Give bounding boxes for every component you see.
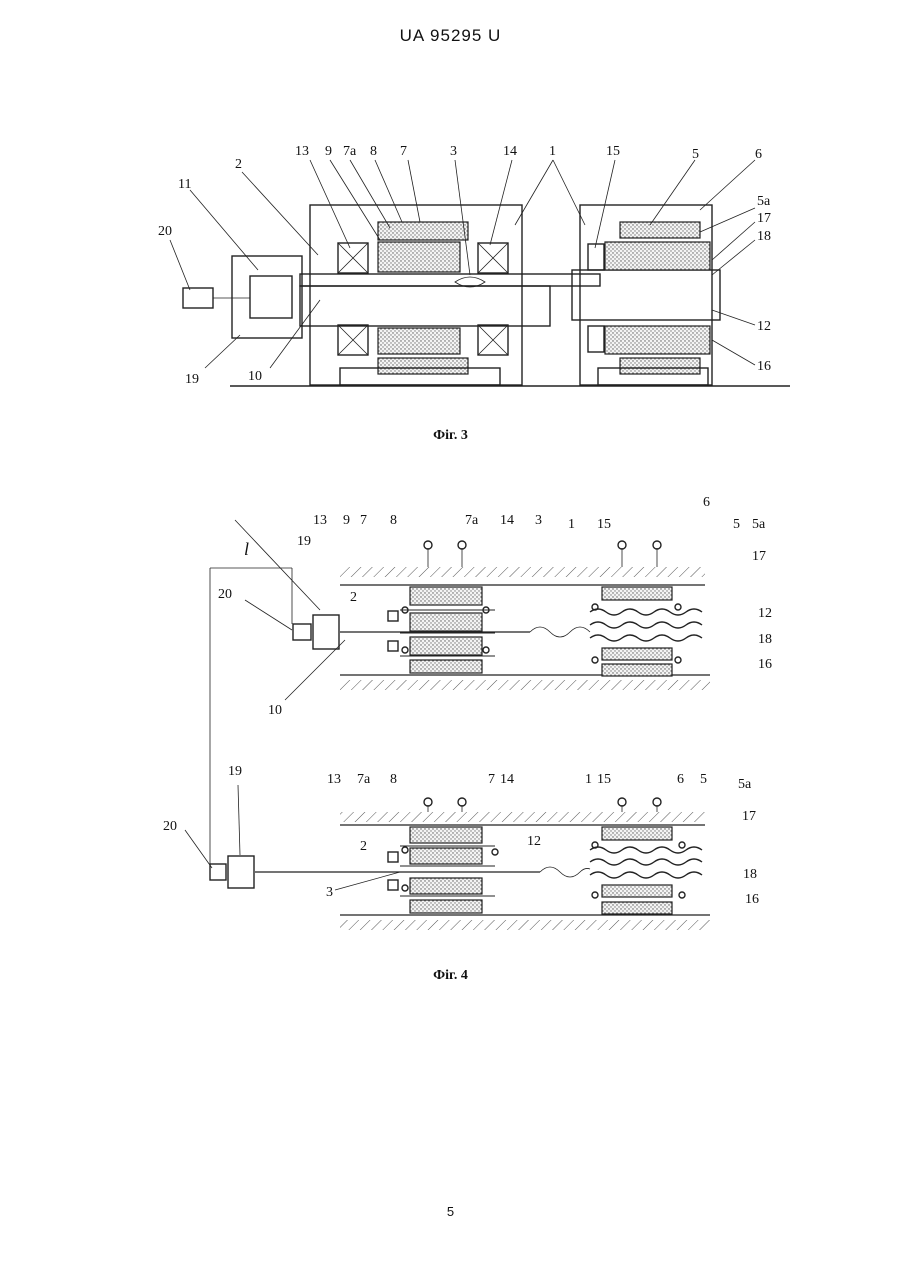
fig4-top-label-13: 13 <box>313 513 327 528</box>
fig3-shaft <box>300 270 720 326</box>
fig4-top-label-12: 12 <box>758 606 772 621</box>
fig4-bottom-label-8: 8 <box>390 772 397 787</box>
fig3-label-1: 1 <box>549 144 556 159</box>
fig4-top-label-10: 10 <box>268 703 282 718</box>
fig4-bottom-label-13: 13 <box>327 772 341 787</box>
fig4-top-label-8: 8 <box>390 513 397 528</box>
page-number: 5 <box>0 1204 901 1219</box>
fig4-bottom-label-6: 6 <box>677 772 684 787</box>
fig3-label-16: 16 <box>757 359 771 374</box>
fig4-bottom-label-12: 12 <box>527 834 541 849</box>
fig3-label-17: 17 <box>757 211 771 226</box>
fig4-top-assembly <box>210 520 710 700</box>
patent-header: UA 95295 U <box>0 26 901 46</box>
fig4-top-label-14: 14 <box>500 513 514 528</box>
figure-3-drawing: 13 9 7a 8 7 3 14 1 15 5 6 2 11 20 5a 17 … <box>0 130 901 400</box>
fig4-top-label-l: l <box>244 539 249 559</box>
fig3-label-11: 11 <box>178 177 191 192</box>
fig3-label-5: 5 <box>692 147 699 162</box>
figure-4-caption: Фіг. 4 <box>0 968 901 984</box>
fig3-label-7: 7 <box>400 144 407 159</box>
fig3-label-18: 18 <box>757 229 771 244</box>
fig4-bottom-label-14: 14 <box>500 772 514 787</box>
fig3-label-7a: 7a <box>343 144 357 159</box>
fig4-top-label-5: 5 <box>733 517 740 532</box>
fig4-bottom-label-2: 2 <box>360 839 367 854</box>
fig3-label-10: 10 <box>248 369 262 384</box>
fig4-top-label-5a: 5a <box>752 517 766 532</box>
fig4-top-label-2: 2 <box>350 590 357 605</box>
fig3-label-3: 3 <box>450 144 457 159</box>
figure-4-drawing: 13 9 7 8 7a 14 3 1 15 6 5 5a 17 l 19 20 … <box>0 490 901 940</box>
fig4-bottom-label-20: 20 <box>163 819 177 834</box>
fig4-bottom-label-3: 3 <box>326 885 333 900</box>
fig3-label-9: 9 <box>325 144 332 159</box>
fig3-actuator <box>183 256 302 338</box>
fig4-bottom-label-5a: 5a <box>738 777 752 792</box>
fig4-bottom-label-19: 19 <box>228 764 242 779</box>
fig4-top-label-1: 1 <box>568 517 575 532</box>
fig3-label-5a: 5a <box>757 194 771 209</box>
fig4-top-label-19: 19 <box>297 534 311 549</box>
fig4-bottom-label-15: 15 <box>597 772 611 787</box>
fig3-label-14: 14 <box>503 144 517 159</box>
fig4-bottom-label-17: 17 <box>742 809 756 824</box>
fig3-label-6: 6 <box>755 147 762 162</box>
fig4-top-label-7a: 7a <box>465 513 479 528</box>
fig4-bottom-label-1: 1 <box>585 772 592 787</box>
fig4-top-label-6: 6 <box>703 495 710 510</box>
fig4-bottom-label-16: 16 <box>745 892 759 907</box>
fig3-label-2: 2 <box>235 157 242 172</box>
fig4-top-label-18: 18 <box>758 632 772 647</box>
fig4-top-label-7: 7 <box>360 513 367 528</box>
fig4-top-label-17: 17 <box>752 549 766 564</box>
figure-3-caption: Фіг. 3 <box>0 428 901 444</box>
fig4-bottom-assembly <box>185 785 710 930</box>
fig4-top-label-20: 20 <box>218 587 232 602</box>
fig4-top-label-15: 15 <box>597 517 611 532</box>
fig3-label-19: 19 <box>185 372 199 387</box>
fig3-label-12: 12 <box>757 319 771 334</box>
fig4-bottom-label-7a: 7a <box>357 772 371 787</box>
fig3-right-housing <box>580 205 712 385</box>
fig4-top-label-16: 16 <box>758 657 772 672</box>
fig3-label-15: 15 <box>606 144 620 159</box>
fig3-label-20: 20 <box>158 224 172 239</box>
fig4-top-label-9: 9 <box>343 513 350 528</box>
fig3-label-13: 13 <box>295 144 309 159</box>
fig3-label-8: 8 <box>370 144 377 159</box>
fig3-left-housing <box>310 205 522 385</box>
fig4-bottom-label-7: 7 <box>488 772 495 787</box>
fig4-top-label-3: 3 <box>535 513 542 528</box>
fig4-bottom-label-18: 18 <box>743 867 757 882</box>
fig4-bottom-label-5: 5 <box>700 772 707 787</box>
